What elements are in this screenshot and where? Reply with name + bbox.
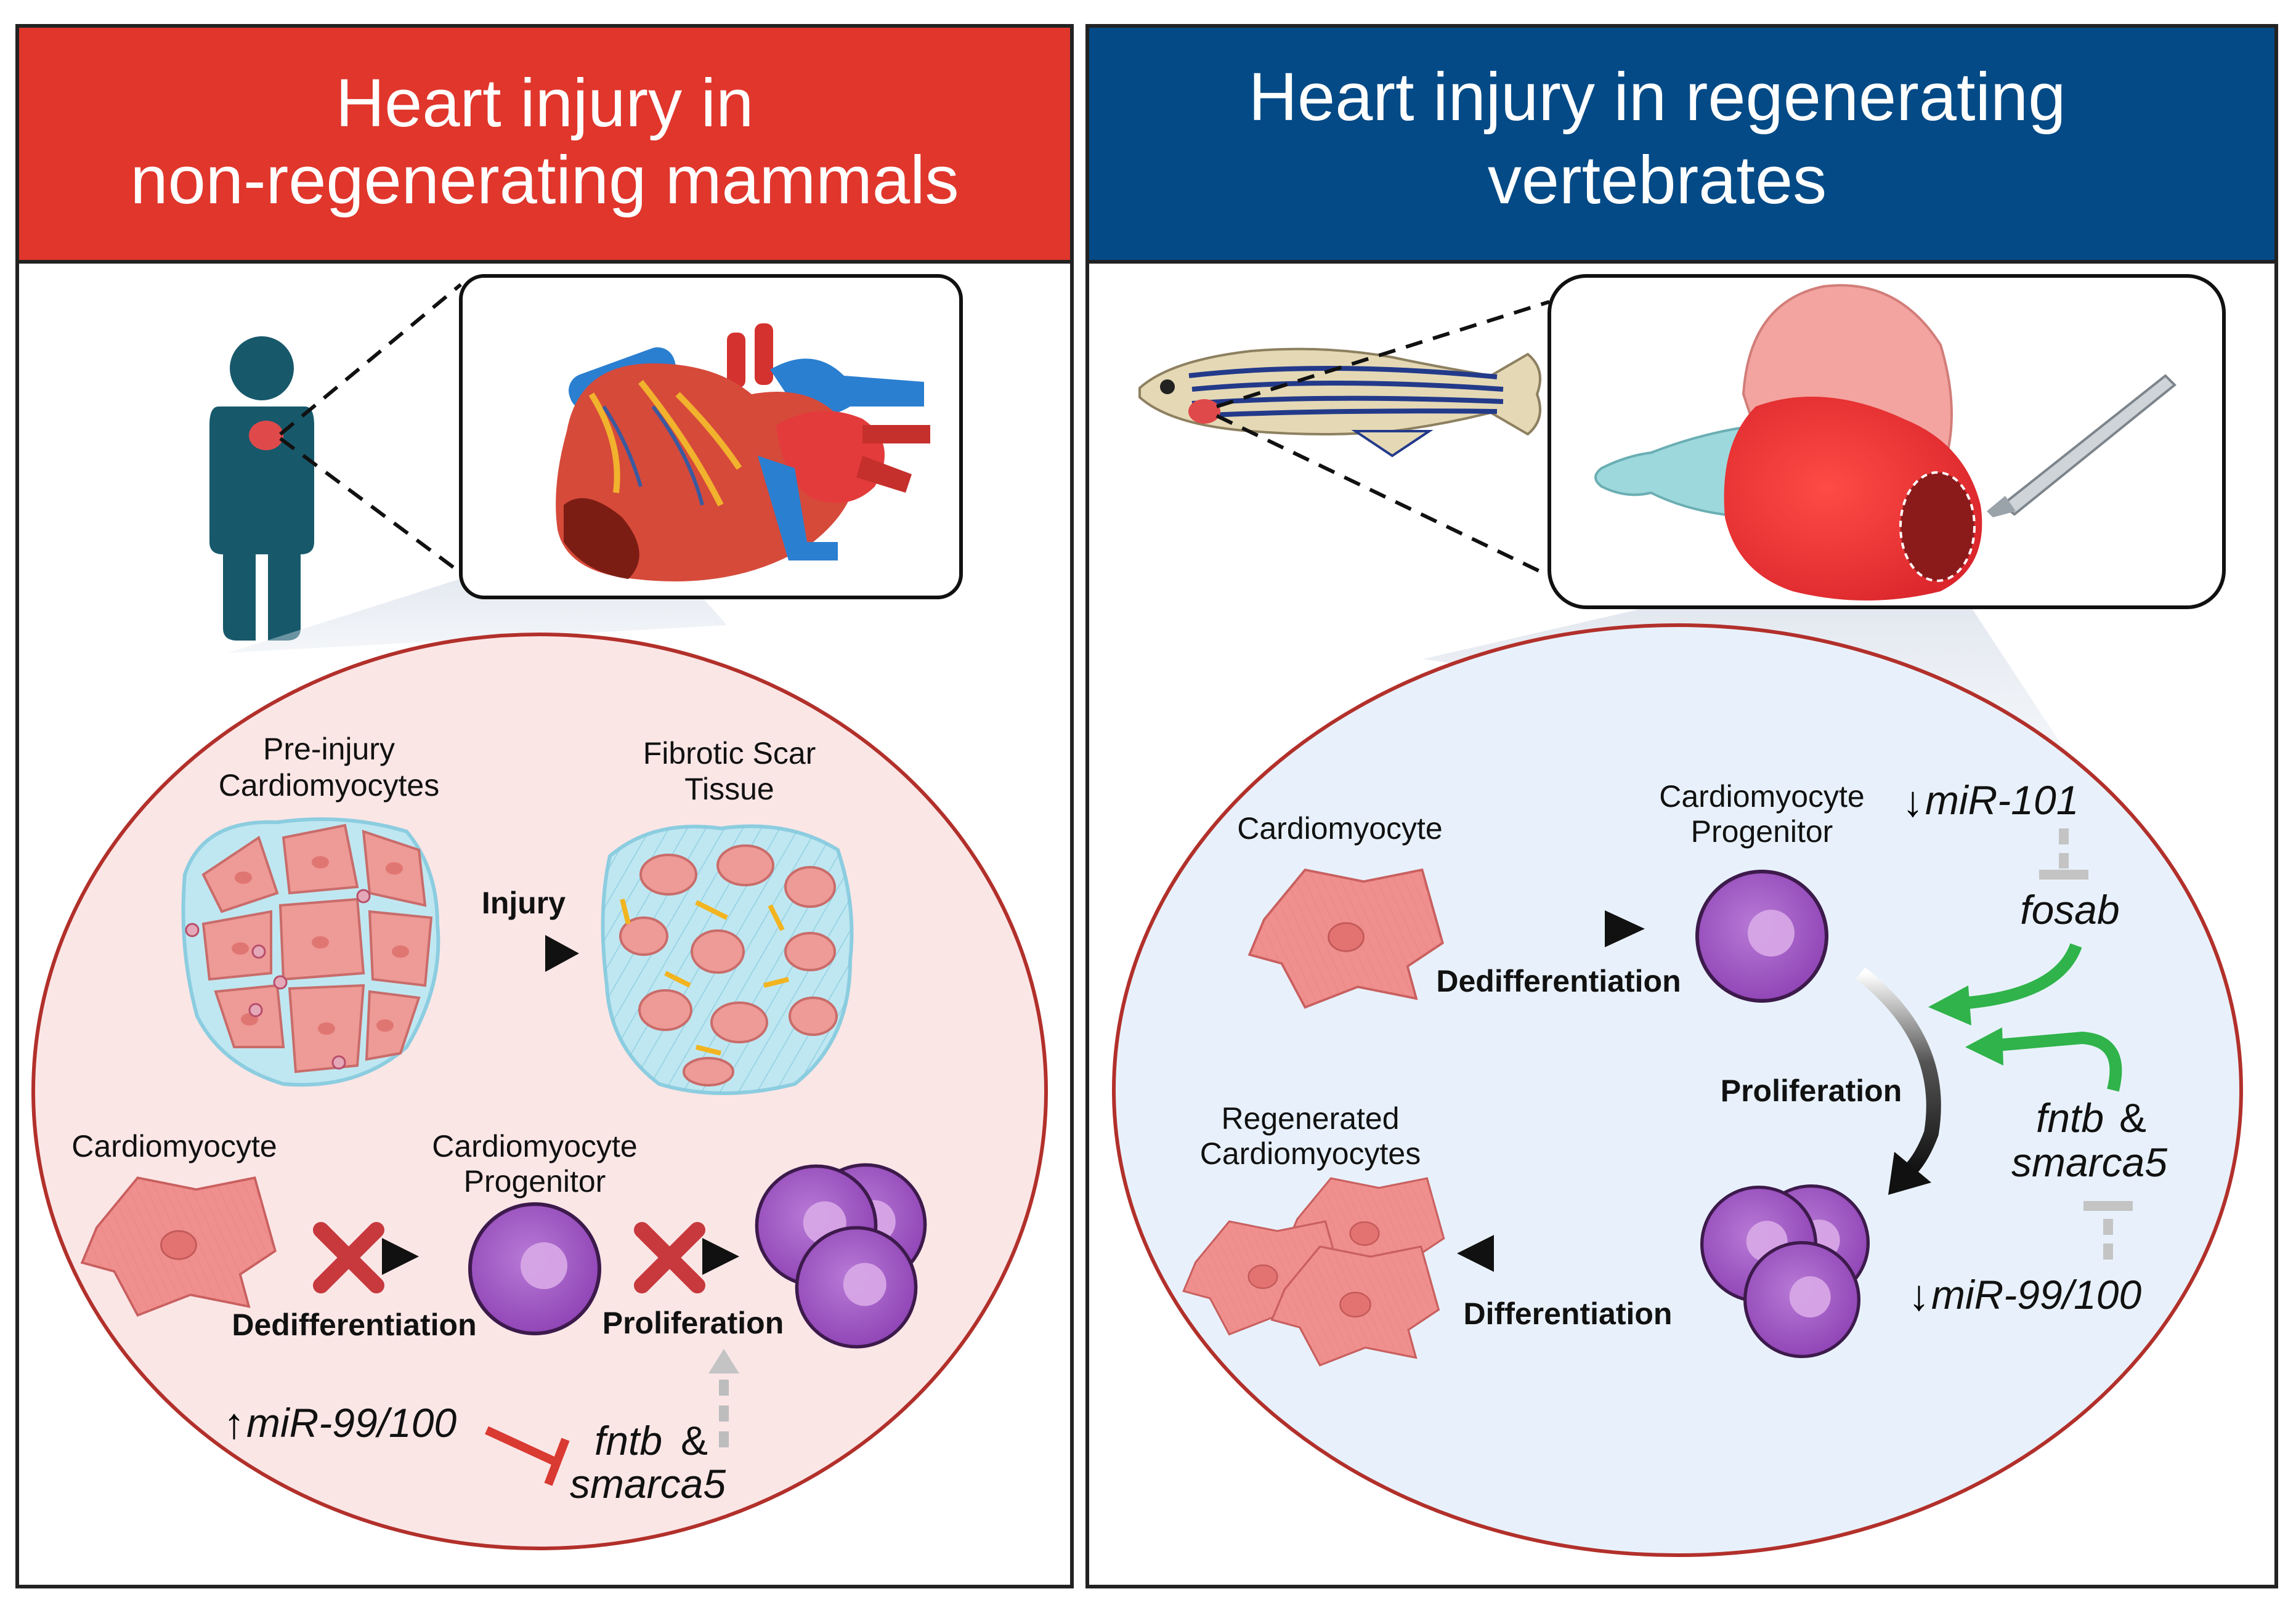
left-progenitor-label-line1: Cardiomyocyte xyxy=(432,1129,637,1163)
mir99-down-arrow: ↓ xyxy=(1909,1271,1930,1319)
left-header-bar xyxy=(19,28,1070,262)
right-cell-oval xyxy=(1112,623,2243,1557)
left-proliferation-label: Proliferation xyxy=(602,1306,784,1340)
left-title-line2: non-regenerating mammals xyxy=(130,142,959,218)
scar-label-line1: Fibrotic Scar xyxy=(643,736,816,771)
pre-injury-label-line1: Pre-injury xyxy=(263,732,395,766)
proliferation-curved-arrow xyxy=(1856,967,1941,1176)
right-progenitor-cell xyxy=(1697,872,1827,1001)
right-header-bar xyxy=(1089,28,2274,262)
right-dedifferentiation-label: Dedifferentiation xyxy=(1436,964,1681,998)
fosab-activation-arrow xyxy=(1952,943,2082,1010)
left-progenitor-label-line2: Progenitor xyxy=(464,1164,606,1199)
right-gene-smarca5: smarca5 xyxy=(2011,1139,2167,1185)
mir101-down-arrow: ↓ xyxy=(1902,777,1924,825)
left-gene-amp: & xyxy=(681,1418,708,1463)
human-icon xyxy=(209,336,314,641)
left-mirna-inhibition-line xyxy=(485,1426,559,1467)
human-heart-illustration xyxy=(556,323,930,581)
human-heart-marker xyxy=(249,421,283,450)
right-progenitor-label-line1: Cardiomyocyte xyxy=(1659,779,1864,814)
differentiation-label: Differentiation xyxy=(1464,1296,1673,1331)
injury-label: Injury xyxy=(482,886,566,920)
right-title-line2: vertebrates xyxy=(1488,142,1827,218)
left-panel: Heart injury in non-regenerating mammals xyxy=(15,24,1074,1588)
regenerated-label-line1: Regenerated xyxy=(1221,1101,1399,1136)
zebrafish-heart-marker xyxy=(1188,399,1220,424)
zebrafish-heart-illustration xyxy=(1594,284,2176,601)
left-mirna-label: miR-99/100 xyxy=(246,1400,456,1446)
fosab-label: fosab xyxy=(2020,887,2119,932)
right-gene-amp: & xyxy=(2119,1095,2146,1141)
left-dedifferentiation-label: Dedifferentiation xyxy=(232,1308,476,1342)
right-gene-fntb: fntb xyxy=(2036,1095,2104,1141)
left-title-line1: Heart injury in xyxy=(336,65,754,141)
pre-injury-tissue xyxy=(181,817,440,1087)
left-mirna-up-arrow: ↑ xyxy=(224,1399,245,1447)
pre-injury-label-line2: Cardiomyocytes xyxy=(219,768,439,803)
right-title-line1: Heart injury in regenerating xyxy=(1249,59,2066,135)
right-cardiomyocyte-label: Cardiomyocyte xyxy=(1237,811,1442,846)
right-panel: Heart injury in regenerating vertebrates xyxy=(1085,24,2278,1588)
genes-activation-arrow xyxy=(1989,1031,2122,1092)
right-progenitor-label-line2: Progenitor xyxy=(1691,814,1833,849)
regenerated-label-line2: Cardiomyocytes xyxy=(1200,1136,1421,1171)
left-gene-smarca5: smarca5 xyxy=(570,1461,726,1507)
left-gene-fntb: fntb xyxy=(594,1418,662,1463)
scar-label-line2: Tissue xyxy=(684,772,774,806)
left-cardiomyocyte-label: Cardiomyocyte xyxy=(71,1129,277,1163)
fibrotic-scar-tissue xyxy=(601,824,854,1095)
right-mir99-label: miR-99/100 xyxy=(1931,1272,2141,1317)
left-progenitor-cell xyxy=(470,1204,599,1333)
left-cell-oval xyxy=(31,633,1048,1550)
zebrafish-icon xyxy=(1138,347,1541,458)
mir101-label: miR-101 xyxy=(1925,777,2079,823)
right-proliferation-label: Proliferation xyxy=(1721,1074,1902,1108)
